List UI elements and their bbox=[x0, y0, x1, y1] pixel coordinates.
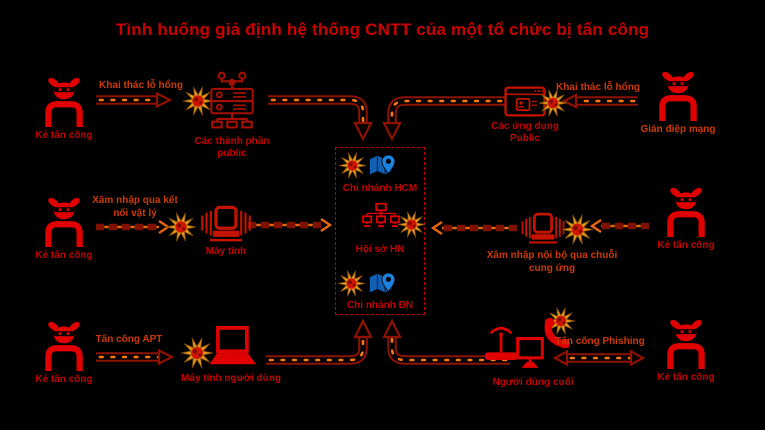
map-pin-icon bbox=[369, 152, 396, 179]
hacker-icon bbox=[37, 321, 91, 371]
hacker-icon bbox=[659, 187, 713, 237]
server-icon bbox=[203, 71, 261, 133]
hacker-icon bbox=[37, 197, 91, 247]
attack-label-apt: Tấn công APT bbox=[95, 334, 163, 345]
public-apps-label-2: Public bbox=[509, 133, 540, 145]
wifi-router-icon bbox=[483, 320, 519, 362]
node-public-components: Các thành phần public bbox=[190, 71, 274, 160]
supply-label-1: Xâm nhập nội bộ qua chuỗi bbox=[486, 250, 618, 261]
network-spy-label: Gián điệp mạng bbox=[640, 124, 716, 135]
supply-label-2: cung ứng bbox=[528, 262, 576, 274]
physical-label-2: nối vật lý bbox=[113, 207, 157, 219]
organization-network-box: Chi nhánh HCM Hội sở HN Chi nhánh ĐN bbox=[335, 147, 425, 315]
node-attacker-top-left: Kẻ tấn công bbox=[26, 77, 102, 142]
node-attacker-mid-left: Kẻ tấn công bbox=[26, 197, 102, 262]
attack-label-phishing: Tấn công Phishing bbox=[555, 336, 645, 347]
user-computer-label: Máy tính người dùng bbox=[181, 373, 281, 384]
hacker-icon bbox=[651, 71, 705, 121]
physical-label-1: Xâm nhập qua kết bbox=[92, 195, 178, 206]
explosion-icon bbox=[561, 213, 594, 246]
public-components-label-1: Các thành phần bbox=[194, 136, 270, 147]
computer-icon bbox=[520, 212, 566, 245]
computer-label: Máy tính bbox=[205, 246, 247, 257]
node-attacker-bottom-left: Kẻ tấn công bbox=[26, 321, 102, 386]
hacker-icon bbox=[37, 77, 91, 127]
network-topology-icon bbox=[362, 199, 400, 233]
computer-icon bbox=[199, 205, 253, 243]
hacker-icon bbox=[659, 319, 713, 369]
map-pin-icon bbox=[369, 270, 396, 297]
laptop-icon bbox=[203, 326, 259, 369]
attacker-label: Kẻ tấn công bbox=[35, 130, 93, 141]
public-components-label-2: public bbox=[217, 148, 247, 160]
branch-dn-label: Chi nhánh ĐN bbox=[346, 300, 414, 311]
node-network-spy: Gián điệp mạng bbox=[640, 71, 716, 136]
public-apps-label-1: Các ứng dụng bbox=[491, 121, 559, 132]
attack-label-supply-chain: Xâm nhập nội bộ qua chuỗi cung ứng bbox=[472, 250, 632, 275]
attacker-label: Kẻ tấn công bbox=[35, 374, 93, 385]
node-attacker-bottom-right: Kẻ tấn công bbox=[648, 319, 724, 384]
explosion-icon bbox=[397, 210, 426, 239]
explosion-icon bbox=[165, 211, 197, 243]
monitor-icon bbox=[516, 337, 544, 371]
explosion-icon bbox=[338, 151, 367, 180]
diagram-title: Tình huống giả định hệ thống CNTT của mộ… bbox=[115, 20, 650, 39]
headquarters-label: Hội sở HN bbox=[355, 244, 405, 255]
node-computer: Máy tính bbox=[194, 205, 258, 258]
branch-hcm-label: Chi nhánh HCM bbox=[342, 183, 418, 194]
explosion-icon bbox=[337, 269, 366, 298]
attack-label-exploit-left: Khai thác lỗ hổng bbox=[99, 80, 183, 91]
end-user-label: Người dùng cuối bbox=[492, 377, 574, 388]
attack-label-physical: Xâm nhập qua kết nối vật lý bbox=[86, 195, 184, 220]
node-public-apps: Các ứng dụng Public bbox=[491, 85, 559, 145]
attacker-label: Kẻ tấn công bbox=[657, 372, 715, 383]
attack-label-exploit-right: Khai thác lỗ hổng bbox=[556, 82, 640, 93]
attacker-label: Kẻ tấn công bbox=[657, 240, 715, 251]
node-attacker-mid-right: Kẻ tấn công bbox=[648, 187, 724, 252]
attacker-label: Kẻ tấn công bbox=[35, 250, 93, 261]
